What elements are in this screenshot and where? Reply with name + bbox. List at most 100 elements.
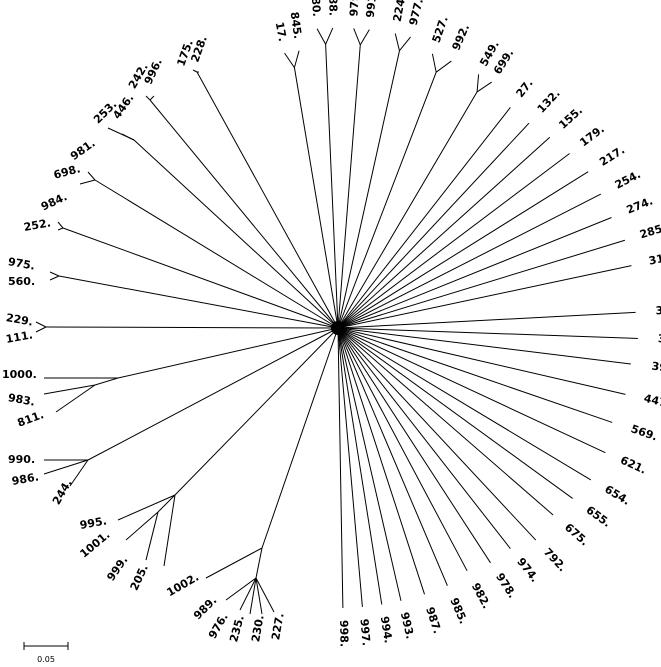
- leaf-label: 385.: [658, 332, 661, 346]
- tree-branch: [149, 99, 339, 329]
- leaf-label: 155.: [556, 104, 585, 132]
- tree-branch: [55, 384, 96, 413]
- tree-branch: [325, 27, 334, 45]
- leaf-label: 560.: [8, 275, 35, 288]
- tree-branch: [117, 327, 339, 379]
- tree-branch: [62, 227, 339, 329]
- tree-branch: [337, 327, 606, 454]
- tree-branch: [284, 52, 295, 68]
- leaf-label: 17.: [273, 21, 289, 43]
- tree-branch: [255, 577, 263, 615]
- tree-branch: [69, 459, 89, 487]
- tree-branch: [157, 494, 176, 513]
- tree-branch: [43, 459, 89, 475]
- tree-branch: [293, 67, 339, 329]
- tree-branches: [35, 27, 638, 615]
- leaf-label: 27.: [513, 77, 535, 100]
- leaf-label: 252.: [23, 216, 52, 234]
- leaf-label: 1002.: [165, 571, 202, 600]
- tree-branch: [337, 239, 626, 329]
- tree-branch: [58, 275, 339, 329]
- leaf-label: 985.: [447, 596, 470, 626]
- leaf-label: 395.: [651, 360, 661, 376]
- tree-root-hub: [331, 321, 345, 335]
- tree-branch: [35, 326, 47, 333]
- leaf-label: 179.: [577, 123, 606, 150]
- tree-branch: [337, 327, 383, 605]
- tree-branch: [337, 327, 638, 339]
- scale-bar: 0.05: [23, 642, 69, 664]
- tree-branch: [316, 28, 327, 45]
- leaf-label: 1001.: [78, 528, 113, 560]
- tree-branch: [49, 271, 60, 277]
- tree-branch: [337, 327, 511, 549]
- leaf-label: 977.: [407, 0, 426, 27]
- tree-branch: [337, 72, 437, 329]
- leaf-label: 654.: [602, 483, 632, 508]
- leaf-label: 569.: [629, 422, 659, 443]
- leaf-label: 316.: [648, 249, 661, 267]
- tree-branch: [35, 321, 47, 328]
- tree-branch: [337, 327, 344, 608]
- leaf-label: 224.: [391, 0, 409, 23]
- tree-branch: [337, 44, 361, 329]
- tree-branch: [337, 327, 573, 499]
- tree-branch: [337, 171, 589, 329]
- tree-branch: [431, 53, 437, 73]
- tree-branch: [255, 547, 263, 579]
- tree-branch: [337, 327, 363, 607]
- tree-branch: [337, 327, 426, 595]
- tree-branch: [353, 28, 361, 46]
- scale-bar-label: 0.05: [37, 655, 55, 664]
- leaf-label: 992.: [450, 22, 473, 52]
- leaf-label: 978.: [493, 571, 519, 601]
- tree-branch: [87, 327, 339, 461]
- tree-branch: [133, 139, 339, 329]
- tree-branch: [145, 95, 151, 101]
- leaf-label: 1000.: [2, 368, 37, 381]
- tree-branch: [337, 122, 530, 329]
- tree-branch: [476, 81, 492, 93]
- tree-branch: [337, 265, 632, 329]
- leaf-label: 987.: [423, 605, 444, 635]
- leaf-label: 229.: [5, 311, 34, 329]
- leaf-label: 132.: [535, 87, 563, 116]
- tree-branch: [337, 217, 612, 329]
- tree-branch: [117, 494, 176, 521]
- leaf-label: 205.: [128, 562, 151, 592]
- leaf-label: 975.: [7, 255, 36, 273]
- tree-branch: [337, 107, 511, 329]
- tree-branch: [174, 327, 339, 496]
- tree-branch: [337, 327, 626, 395]
- tree-branch: [337, 311, 636, 329]
- tree-branch: [57, 221, 64, 229]
- leaf-label: 998.: [337, 620, 350, 647]
- leaf-label: 360.: [655, 303, 661, 317]
- tree-branch: [337, 91, 478, 329]
- tree-branch: [192, 69, 198, 73]
- tree-branch: [337, 327, 554, 516]
- tree-branch: [205, 547, 263, 579]
- tree-branch: [57, 227, 64, 231]
- tree-branch: [125, 511, 159, 541]
- leaf-label: 845.: [288, 11, 305, 40]
- tree-branch: [261, 327, 339, 549]
- leaf-label: 675.: [562, 521, 591, 549]
- leaf-label: 997.: [357, 618, 372, 646]
- tree-branch: [399, 36, 411, 52]
- tree-branch: [225, 577, 257, 601]
- tree-branch: [196, 71, 339, 329]
- leaf-label: 993.: [398, 611, 417, 640]
- leaf-label: 984.: [39, 190, 69, 213]
- tree-branch: [87, 171, 96, 181]
- tree-branch: [255, 577, 275, 613]
- tree-branch: [325, 44, 339, 329]
- tree-branch: [94, 179, 339, 329]
- leaf-label: 986.: [11, 470, 40, 488]
- leaf-label: 217.: [597, 143, 627, 168]
- tree-branch: [337, 153, 570, 329]
- tree-branch: [145, 511, 159, 561]
- leaf-label: 698.: [52, 162, 82, 182]
- leaf-label: 990.: [8, 453, 35, 466]
